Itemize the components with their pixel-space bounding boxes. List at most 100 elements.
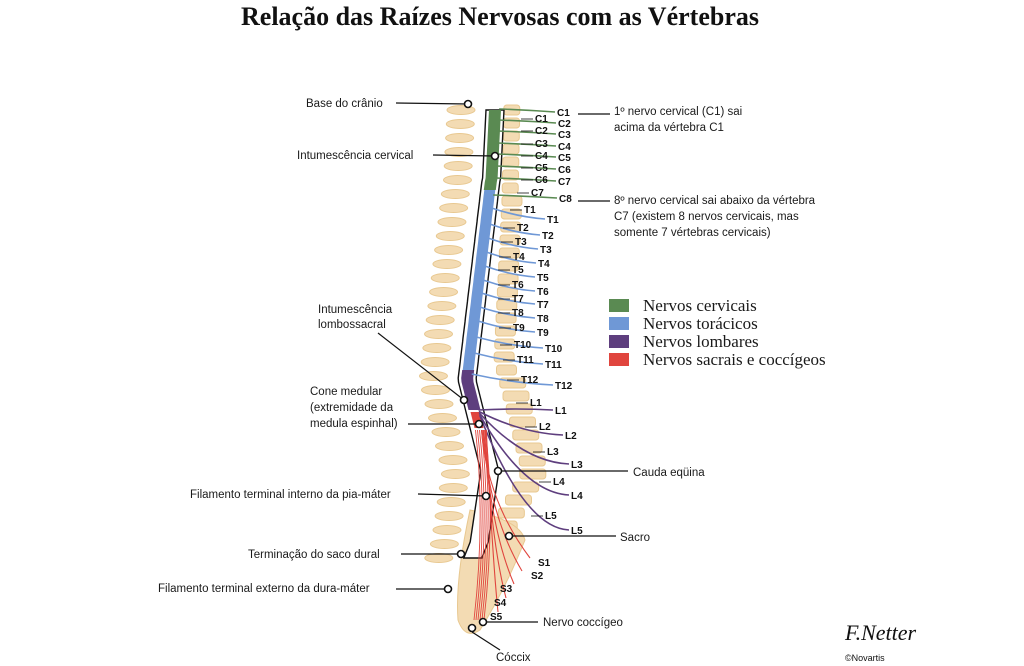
label-intumescencia-cervical: Intumescência cervical [297,150,413,162]
label-base-cranio: Base do crânio [306,98,383,110]
spinous-process [425,315,455,325]
nerve-label-t10: T10 [545,344,563,355]
spinous-process [434,245,464,255]
nerve-root-l4 [478,414,570,496]
annotation-filamento-externo: Filamento terminal externo da dura-máter [158,583,453,595]
label-sacro: Sacro [620,532,650,544]
leader-line [395,102,469,105]
vertebral-body [502,169,519,181]
spinous-process [432,525,462,535]
signature-logo: F.Netter ©Novartis [844,620,917,663]
nerve-label-t4: T4 [538,259,550,270]
vertebral-body [497,507,525,519]
cord-cervical-segment [483,110,501,190]
nerve-root-l1 [478,408,554,411]
legend-label-4: Nervos sacrais e coccígeos [643,350,826,369]
nerve-label-c6: C6 [558,165,571,176]
vertebral-body [501,195,523,207]
legend-label-2: Nervos torácicos [643,314,758,333]
vertebral-body [509,416,536,428]
nerve-label-c2: C2 [558,119,571,130]
spinous-process [431,427,461,437]
spinous-process [429,287,459,297]
nerve-root-t5 [484,265,536,278]
pointer-dot [481,491,491,501]
label-coccix: Cóccix [496,652,531,664]
nerve-root-t1 [491,207,546,220]
vertebral-body [501,182,519,194]
spinous-process [420,357,450,367]
nerve-label-t11: T11 [545,360,562,371]
annotation-base-cranio: Base do crânio [306,98,473,110]
nerve-root-c3 [497,130,557,135]
cauda-equina-strand [473,429,481,621]
nerve-root-c8 [493,194,558,199]
label-intumescencia-lombossacral-2: lombossacral [318,319,386,331]
legend-label-3: Nervos lombares [643,332,759,351]
dural-sac [457,109,505,559]
nerve-label-t7: T7 [537,300,549,311]
spinous-process [432,259,462,269]
spinous-process [422,343,452,353]
pointer-dot [490,151,500,161]
annotation-cone-medular: Cone medular (extremidade da medula espi… [310,386,484,430]
nerve-label-t5: T5 [537,273,549,284]
legend-swatch-1 [609,299,629,312]
pointer-dot [493,466,503,476]
nerve-root-t12 [471,373,554,386]
spinous-process [424,329,454,339]
spinous-process [427,301,457,311]
nerve-label-t3: T3 [540,245,552,256]
label-cone-medular-3: medula espinhal) [310,418,398,430]
nerve-root-s2 [482,429,523,572]
spinous-process [440,469,470,479]
label-c1-note-2: acima da vértebra C1 [614,122,724,134]
nerve-label-l1: L1 [555,406,567,417]
spinous-process [421,385,450,395]
spinous-process [438,455,468,465]
spinous-process [444,147,474,157]
label-c8-note-1: 8º nervo cervical sai abaixo da vértebra [614,195,816,207]
vertebra-label-c1: C1 [535,114,548,125]
label-cone-medular-2: (extremidade da [310,402,394,414]
cauda-equina-strand [481,429,489,621]
spinous-process [438,483,468,493]
leader-line [471,631,501,651]
nerve-label-t8: T8 [537,314,549,325]
nerve-root-c5 [496,153,557,158]
label-filamento-interno: Filamento terminal interno da pia-máter [190,489,391,501]
annotation-c1-note: 1º nervo cervical (C1) sai acima da vért… [578,106,742,134]
sacral-label-s3: S3 [500,584,513,595]
annotation-filamento-interno: Filamento terminal interno da pia-máter [190,489,491,501]
vertebral-body [498,247,520,259]
label-c8-note-3: somente 7 vértebras cervicais) [614,227,771,239]
spinous-process [436,497,466,507]
vertebra-label-t5: T5 [512,265,524,276]
signature: F.Netter [844,620,917,645]
vertebral-body [496,364,517,376]
vertebra-label-c3: C3 [535,139,548,150]
vertebra-label-t9: T9 [513,323,525,334]
legend-swatch-3 [609,335,629,348]
vertebral-body [502,390,530,402]
nerve-label-t6: T6 [537,287,549,298]
nerve-root-t8 [479,306,536,319]
vertebra-label-t10: T10 [514,340,532,351]
vertebra-label-c5: C5 [535,163,548,174]
nerve-label-t1: T1 [547,215,559,226]
nerve-root-t6 [482,279,536,292]
label-nervo-coccigeo: Nervo coccígeo [543,617,623,629]
nerve-label-l2: L2 [565,431,577,442]
vertebra-label-c4: C4 [535,151,548,162]
pointer-dot [463,99,473,109]
pointer-dot [467,623,477,633]
annotation-terminacao-saco: Terminação do saco dural [248,549,466,561]
nerve-root-c6 [496,165,557,170]
vertebra-label-l1: L1 [530,398,542,409]
spinous-process [440,189,470,199]
nerve-root-c7 [495,177,557,182]
spinous-process [443,161,473,171]
spinous-process [435,441,464,451]
leader-line [377,332,465,401]
